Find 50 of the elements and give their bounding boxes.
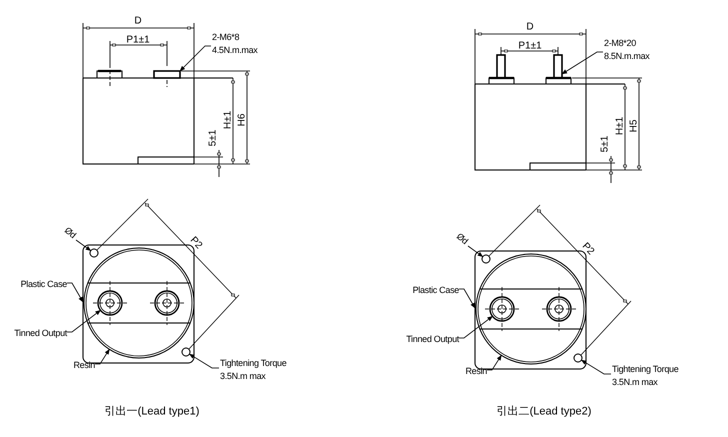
callout-text: 3.5N.m max bbox=[612, 376, 659, 389]
dimension-label: H±1 bbox=[614, 116, 626, 136]
leader-line bbox=[76, 240, 92, 252]
dimension-label: P1±1 bbox=[126, 34, 150, 46]
leader-line bbox=[180, 46, 212, 72]
leader-line bbox=[188, 354, 220, 368]
leader-line bbox=[66, 310, 101, 332]
callout-text: Plastic Case bbox=[20, 278, 67, 291]
dimension-label: P2 bbox=[580, 240, 596, 258]
dimension-label: D bbox=[134, 16, 142, 26]
callout-text: Ød bbox=[454, 230, 471, 248]
callout-text: 2-M8*20 bbox=[604, 37, 637, 50]
dimension-label: D bbox=[526, 22, 534, 32]
callout-text: 2-M6*8 bbox=[212, 31, 240, 44]
figure-caption: 引出一(Lead type1) bbox=[104, 406, 200, 418]
dimension-label: 5±1 bbox=[600, 136, 610, 152]
mounting-hole bbox=[182, 348, 190, 356]
dimension-label: P2 bbox=[188, 234, 204, 252]
dimension-label: 5±1 bbox=[208, 130, 218, 146]
mounting-hole bbox=[574, 354, 582, 362]
callout-text: Resin bbox=[73, 359, 95, 372]
dimension-label: H6 bbox=[236, 114, 248, 126]
callout-text: Plastic Case bbox=[412, 284, 459, 297]
callout-text: Resin bbox=[465, 365, 487, 378]
callout-text: Tinned Output bbox=[14, 327, 67, 340]
callout-text: 4.5N.m.max bbox=[212, 44, 258, 57]
terminal-stud bbox=[553, 54, 563, 79]
dimension-label: H5 bbox=[628, 120, 640, 132]
figure-caption: 引出二(Lead type2) bbox=[496, 406, 592, 418]
leader-line bbox=[562, 52, 604, 74]
leader-line bbox=[468, 246, 484, 258]
mounting-hole bbox=[482, 254, 490, 264]
leader-line bbox=[580, 360, 612, 374]
dimension-label: H±1 bbox=[222, 110, 234, 130]
terminal-block bbox=[153, 70, 181, 79]
dimension-label: P1±1 bbox=[518, 40, 542, 52]
terminal-ring bbox=[97, 290, 123, 316]
leader-line bbox=[458, 316, 493, 338]
callout-text: Tightening Torque bbox=[220, 357, 286, 370]
terminal-ring bbox=[489, 296, 515, 322]
leader-line bbox=[94, 348, 110, 364]
callout-text: Tinned Output bbox=[406, 333, 459, 346]
leader-line bbox=[66, 282, 84, 302]
leader-line bbox=[486, 354, 502, 370]
callout-text: 3.5N.m max bbox=[220, 370, 267, 383]
leader-line bbox=[458, 288, 476, 308]
callout-text: Tightening Torque bbox=[612, 363, 678, 376]
mounting-hole bbox=[90, 248, 98, 258]
callout-text: 8.5N.m.max bbox=[604, 50, 650, 63]
callout-text: Ød bbox=[62, 224, 79, 242]
